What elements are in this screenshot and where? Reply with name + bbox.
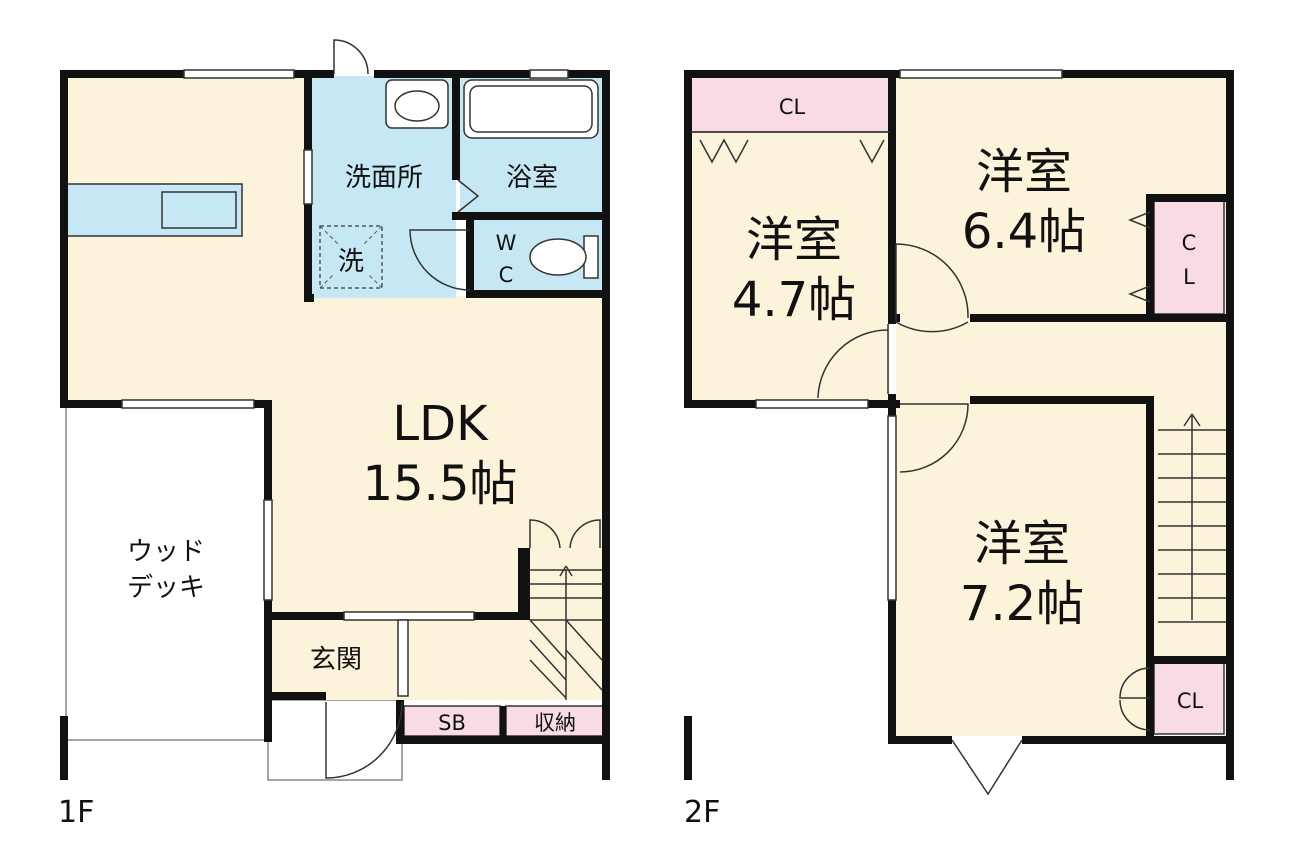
floor1-stairs (529, 565, 603, 700)
floor1-windows (121, 69, 569, 621)
floor1-doors (325, 39, 601, 779)
sb-closet (403, 705, 501, 737)
closet-right-c-label: C (1182, 231, 1197, 255)
washbasin-icon (385, 79, 449, 129)
washroom-label: 洗面所 (345, 163, 423, 193)
closet-top (689, 75, 891, 133)
bath-label: 浴室 (506, 163, 558, 193)
room-c-label: 洋室 (974, 516, 1070, 572)
closet-right-l-label: L (1183, 265, 1195, 289)
floor1-floor (66, 76, 604, 700)
toilet-icon (529, 235, 599, 279)
storage-label: 収納 (534, 711, 576, 735)
floor2-stairs (1158, 413, 1226, 623)
washer-pan-icon (319, 225, 383, 289)
ldk-label: LDK (392, 396, 489, 452)
room-c-floor (896, 402, 1146, 736)
hall-floor (896, 318, 1228, 402)
closet-top-label: CL (779, 95, 806, 119)
floor1-plan: LDK 15.5帖 洗面所 浴室 洗 W C ウッド デッキ 玄関 SB 収納 … (58, 39, 610, 830)
wood-deck-area (65, 404, 267, 741)
closet-bottom (1153, 661, 1225, 735)
room-a-size-label: 4.7帖 (732, 272, 856, 328)
floor2-label: 2F (684, 795, 720, 830)
wood-deck-label-2: デッキ (127, 573, 205, 603)
floor2-windows (755, 69, 1063, 601)
room-c-size-label: 7.2帖 (960, 576, 1084, 632)
entrance-porch (267, 699, 403, 781)
wood-deck-label-1: ウッド (127, 537, 205, 567)
wc-w-label: W (496, 231, 517, 255)
stair2-floor (1152, 402, 1228, 656)
closet-right (1153, 199, 1225, 315)
closet-bottom-label: CL (1177, 689, 1204, 713)
floor1-walls (60, 70, 610, 780)
floor2-walls (684, 70, 1234, 780)
room-b-size-label: 6.4帖 (962, 204, 1086, 260)
room-a-label: 洋室 (746, 212, 842, 268)
entrance-label: 玄関 (310, 645, 362, 675)
floor2-doors (690, 131, 1151, 796)
ldk-size-label: 15.5帖 (363, 456, 518, 512)
floor1-label: 1F (58, 795, 94, 830)
washer-label: 洗 (338, 247, 364, 277)
room-b-label: 洋室 (976, 144, 1072, 200)
bathtub-icon (463, 79, 599, 139)
floor2-plan: CL 洋室 4.7帖 洋室 6.4帖 C L 洋室 7.2帖 CL 2F (684, 69, 1234, 830)
sb-label: SB (438, 711, 466, 735)
wc-c-label: C (499, 263, 514, 287)
